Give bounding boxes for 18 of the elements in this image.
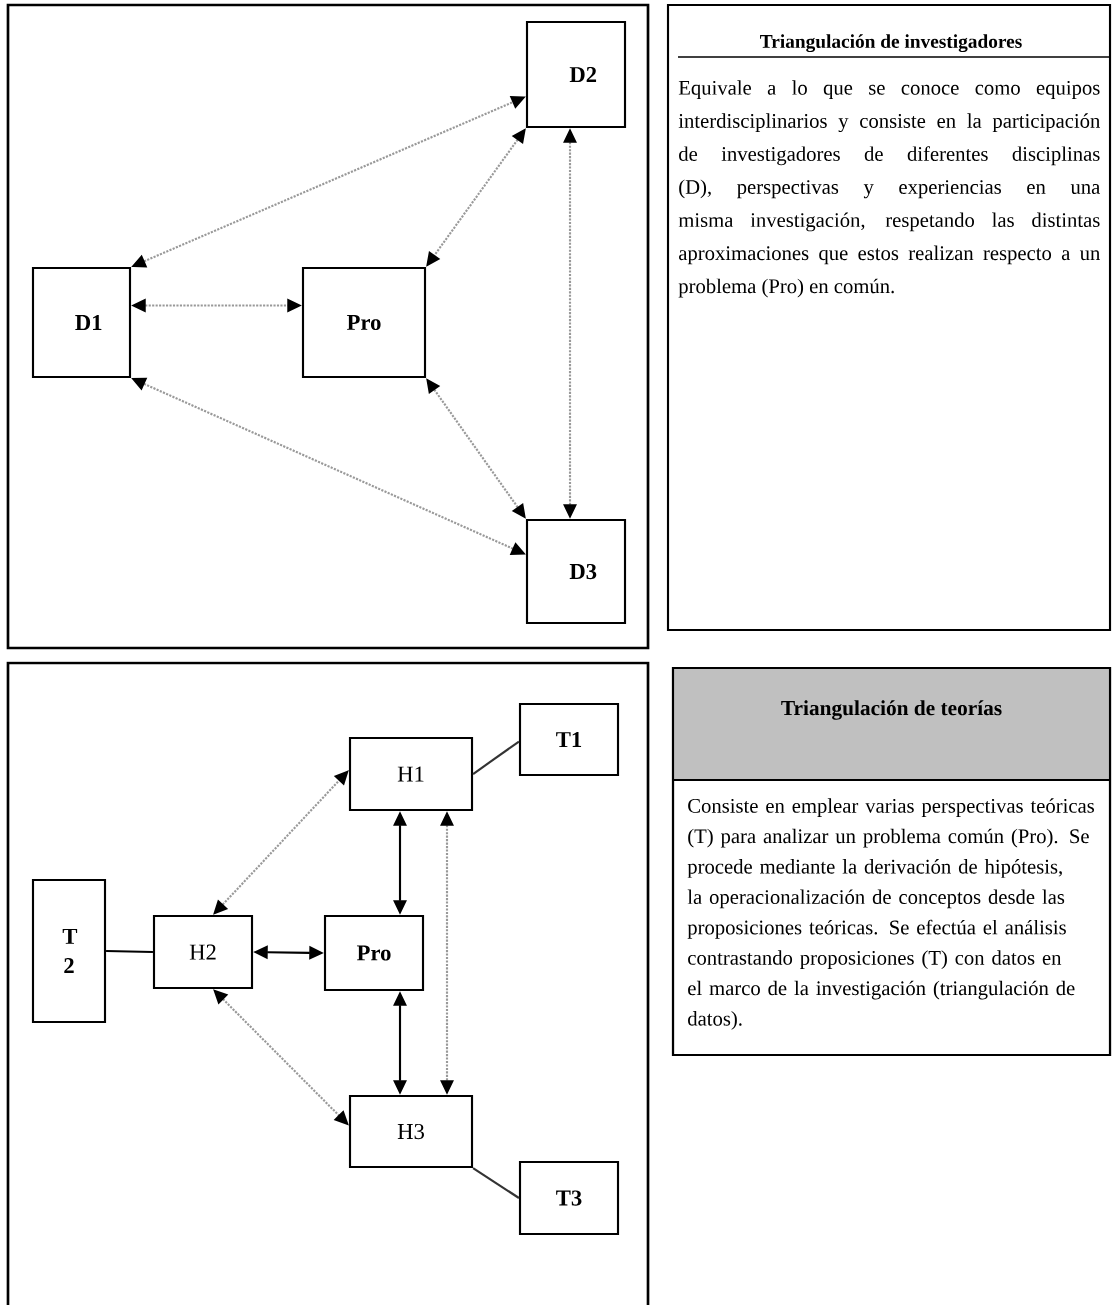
paragraph: Consiste en emplear varias perspectivas teóricas (T) para analizar un problema común (Pro). Se procede mediante la derivación de hipótesis, la operacionalización de conceptos desde las proposiciones teóricas. Se efectúa el análisis contrastando proposiciones (T) con datos en el marco de la investigación (triangulación de datos).	[687, 798, 1094, 1030]
label-box: D2	[525, 20, 627, 129]
label-box: H2	[152, 914, 254, 990]
paragraph: Equivale a lo que se conoce como equipos interdisciplinarios y consiste en la participación de investigadores de diferentes disciplinas (D), perspectivas y experiencias en una misma investigación, respetando las distintas aproximaciones que estos realizan respecto a un problema (Pro) en común.	[678, 80, 1100, 298]
arrow	[213, 770, 349, 915]
label-box: H3	[348, 1094, 474, 1169]
heading: Triangulación de investigadores	[760, 34, 1022, 53]
label-box: Pro	[323, 914, 425, 992]
label-box: T1	[518, 702, 620, 777]
label-box: Pro	[301, 266, 427, 379]
text-panel	[666, 3, 1112, 632]
label-box: T3	[518, 1160, 620, 1236]
label-box: T 2	[31, 878, 107, 1024]
label-box: H1	[348, 736, 474, 812]
text-panel	[671, 666, 1112, 1057]
heading-band: Triangulación de teorías	[673, 668, 1110, 782]
label-box: D3	[525, 518, 627, 625]
label-box: D1	[31, 266, 132, 379]
